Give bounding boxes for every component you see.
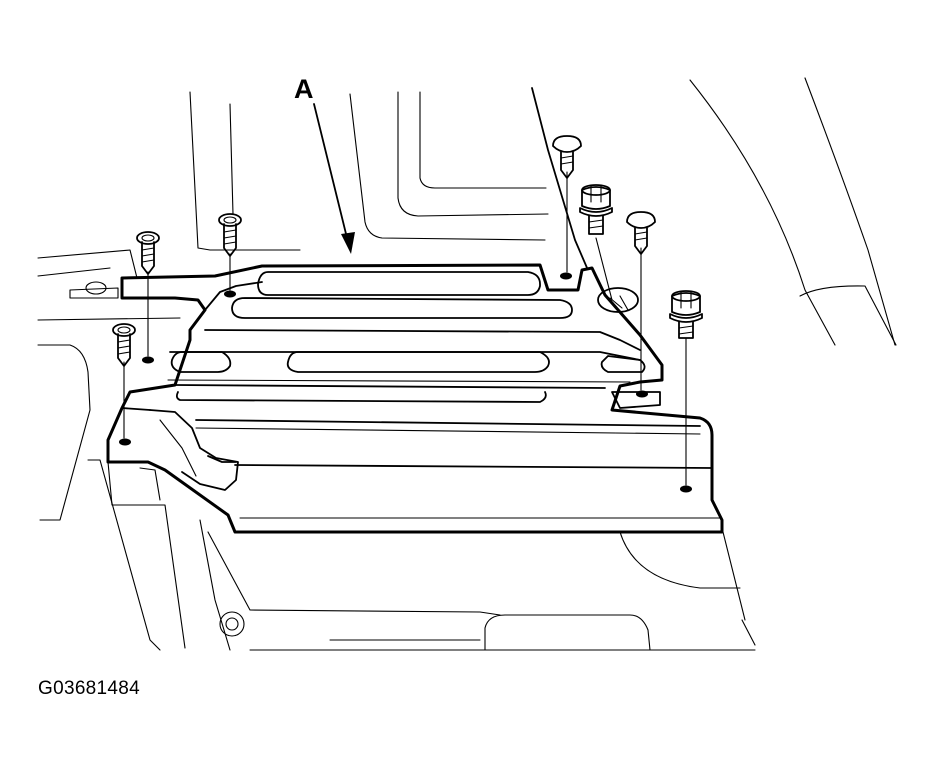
callout-arrowhead	[341, 232, 355, 254]
bolt-fastener	[669, 290, 703, 339]
splash-shield-panel	[106, 263, 724, 534]
figure-code: G03681484	[38, 678, 141, 699]
fastener-leader-lines	[123, 171, 687, 486]
clip-fastener	[218, 213, 242, 257]
clip-fastener	[112, 323, 136, 367]
vehicle-body-background	[37, 77, 897, 651]
clip-fastener	[136, 231, 160, 275]
mounting-holes	[119, 272, 692, 493]
bolt-fastener	[579, 184, 613, 235]
clip-fastener	[552, 135, 582, 179]
clip-fastener	[626, 211, 656, 255]
callout-label: A	[294, 74, 314, 104]
callout-a: A	[294, 74, 355, 254]
